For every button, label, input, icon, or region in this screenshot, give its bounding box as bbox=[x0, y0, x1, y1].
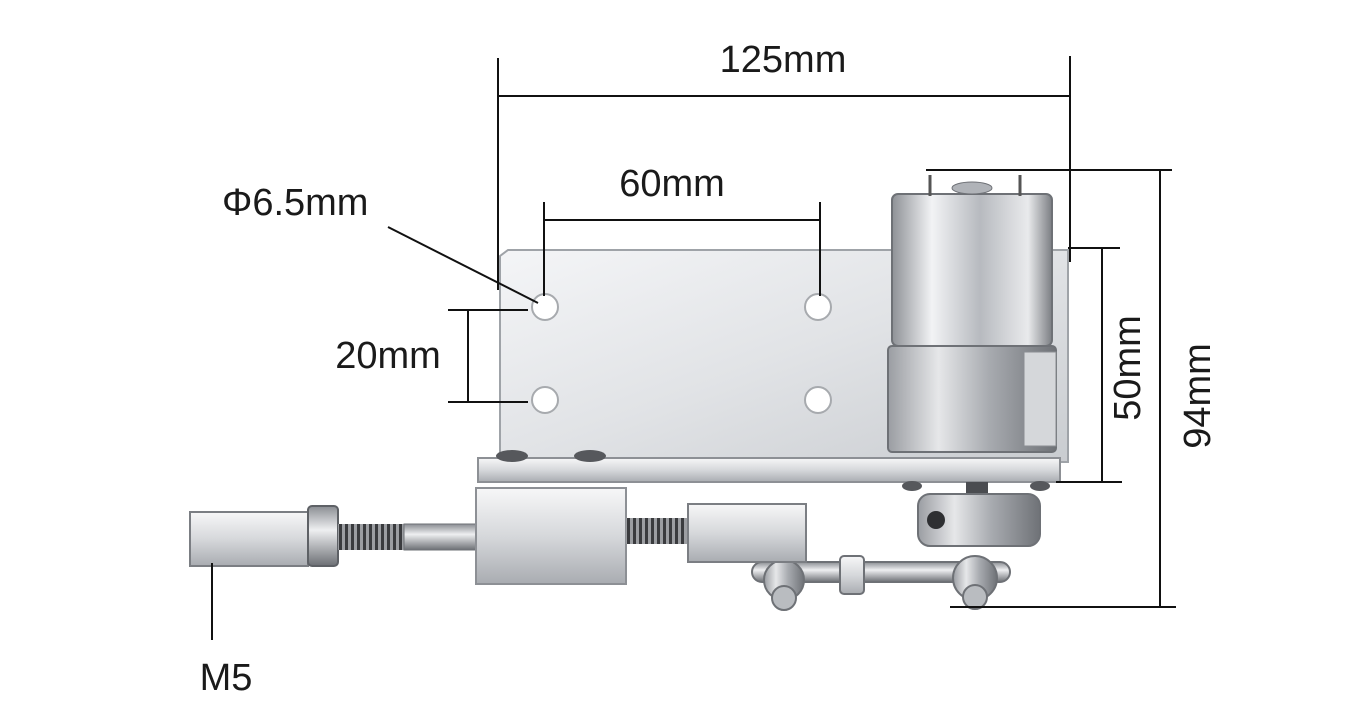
threaded-rod-assembly bbox=[189, 487, 807, 585]
dimension-hole-diameter: Φ6.5mm bbox=[222, 182, 539, 304]
dimension-hole-spacing-horizontal: 60mm bbox=[543, 163, 821, 296]
linkage-arm bbox=[751, 555, 1011, 611]
dimension-label-20: 20mm bbox=[335, 335, 441, 377]
dimension-label-60: 60mm bbox=[619, 163, 725, 205]
dimension-label-94: 94mm bbox=[1177, 343, 1219, 449]
dimension-label-diameter: Φ6.5mm bbox=[222, 182, 368, 224]
thread-label-m5: M5 bbox=[200, 657, 253, 699]
base-rail bbox=[477, 450, 1061, 491]
mount-hole bbox=[531, 386, 559, 414]
dimension-hole-spacing-vertical: 20mm bbox=[335, 309, 528, 403]
thread-callout: M5 bbox=[200, 563, 253, 699]
gear-motor bbox=[887, 175, 1057, 453]
dimension-overall-height: 94mm bbox=[926, 169, 1219, 608]
dimension-motor-height: 50mm bbox=[1056, 247, 1149, 483]
output-hub bbox=[917, 482, 1041, 547]
mount-hole bbox=[531, 293, 559, 321]
mount-hole bbox=[804, 386, 832, 414]
dimension-overall-length: 125mm bbox=[497, 39, 1071, 290]
mount-hole bbox=[804, 293, 832, 321]
dimension-label-125: 125mm bbox=[720, 39, 847, 81]
dimension-label-50: 50mm bbox=[1107, 315, 1149, 421]
